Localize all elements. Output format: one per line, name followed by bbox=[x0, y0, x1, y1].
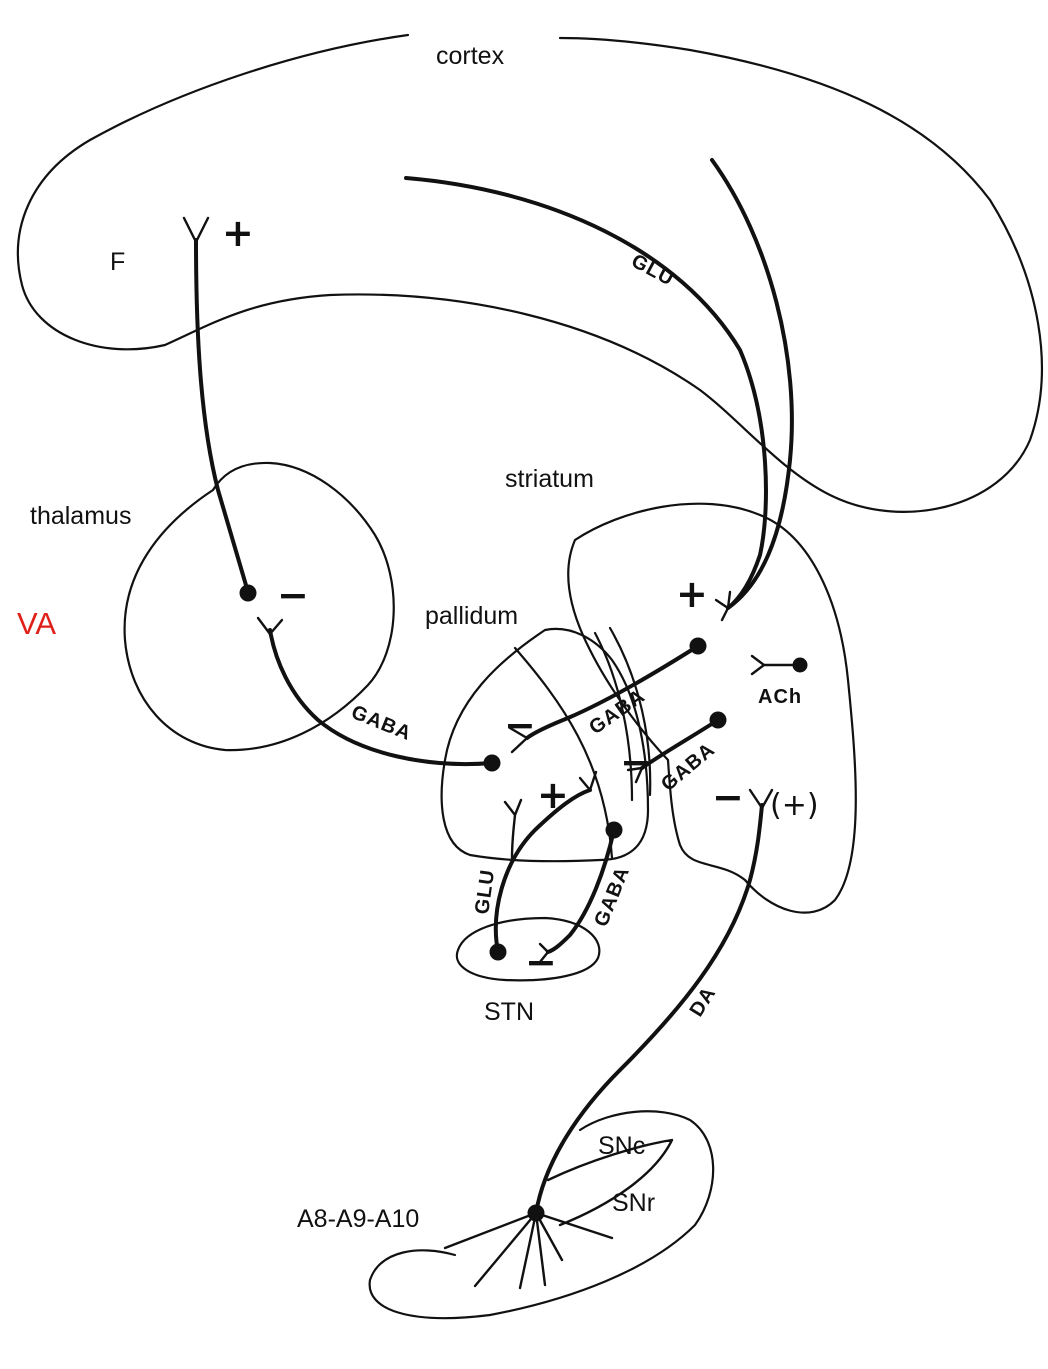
cortex-outline bbox=[16, 33, 1043, 513]
da-fiber bbox=[534, 803, 764, 1215]
pallidum-label: pallidum bbox=[425, 602, 518, 630]
sn-dendrites bbox=[443, 1211, 614, 1290]
f-fiber bbox=[194, 238, 250, 594]
snr-label: SNr bbox=[612, 1189, 655, 1217]
glu-terminal bbox=[714, 590, 732, 622]
pallidum-outline bbox=[440, 627, 650, 863]
ach-interneuron bbox=[750, 654, 798, 676]
striatum-label: striatum bbox=[505, 465, 594, 493]
internal-capsule-line-1 bbox=[593, 631, 634, 802]
sign-f-plus: + bbox=[222, 211, 254, 255]
gaba-fiber-striatum-upper bbox=[525, 644, 700, 740]
sign-pallidum-plus: + bbox=[537, 773, 569, 817]
sign-thalamus-minus: − bbox=[277, 573, 309, 617]
va-annotation: VA bbox=[17, 606, 57, 641]
thalamus-soma bbox=[239, 584, 257, 602]
substantia-nigra-outline bbox=[368, 1110, 715, 1320]
ach-label: ACh bbox=[758, 686, 802, 708]
gaba-fiber-pallidum-stn bbox=[546, 828, 616, 954]
sign-stn-minus: − bbox=[525, 940, 557, 984]
pallidum-inner-lamina bbox=[513, 646, 614, 860]
da-terminal bbox=[748, 788, 774, 810]
thalamus-label: thalamus bbox=[30, 502, 131, 530]
sign-da-plus-paren: (+) bbox=[770, 788, 819, 823]
gaba-terminal-thalamus bbox=[256, 616, 284, 636]
snc-snr-boundary bbox=[546, 1138, 674, 1227]
stn-label: STN bbox=[484, 998, 534, 1026]
gaba-fiber-striatum-lower bbox=[640, 718, 720, 770]
gaba-terminal-upper bbox=[508, 726, 529, 754]
f-label: F bbox=[110, 248, 125, 276]
glu-stn-label: GLU bbox=[471, 868, 499, 916]
snc-label: SNc bbox=[598, 1132, 645, 1160]
gaba-stn-label: GABA bbox=[590, 863, 634, 930]
sign-da-minus: − bbox=[712, 775, 744, 819]
glu-branch-stn bbox=[503, 798, 523, 860]
gaba-terminal-lower bbox=[626, 766, 644, 784]
glu-fiber-cortex-1 bbox=[404, 176, 768, 610]
sign-pallidum-minus-upper: − bbox=[504, 703, 536, 747]
internal-capsule-line-2 bbox=[608, 626, 652, 797]
glu-fiber-stn bbox=[493, 788, 592, 954]
gaba-fiber-pallidum-thalamus bbox=[268, 628, 494, 767]
gaba-thalamic-label: GABA bbox=[348, 701, 415, 745]
thalamus-outline bbox=[123, 461, 395, 752]
sign-pallidum-minus-lower: − bbox=[620, 740, 652, 784]
gaba-striatal-lower-label: GABA bbox=[657, 739, 719, 796]
pallidum-soma bbox=[483, 754, 501, 772]
a8-a9-a10-label: A8-A9-A10 bbox=[297, 1205, 419, 1233]
striatum-soma-lower bbox=[709, 711, 727, 729]
pallidum-soma-lower bbox=[605, 821, 623, 839]
cortex-label: cortex bbox=[436, 42, 505, 70]
sign-striatum-plus: + bbox=[676, 572, 708, 616]
glu-cortical-label: GLU bbox=[628, 250, 678, 291]
gaba-terminal-stn bbox=[538, 942, 550, 964]
stn-soma bbox=[489, 943, 507, 961]
ach-soma bbox=[792, 657, 808, 673]
striatum-soma-upper bbox=[689, 637, 707, 655]
stn-outline bbox=[455, 916, 601, 982]
glu-fiber-cortex-2 bbox=[710, 158, 794, 610]
f-terminal bbox=[182, 216, 210, 244]
glu-terminal-pallidum bbox=[578, 770, 598, 792]
